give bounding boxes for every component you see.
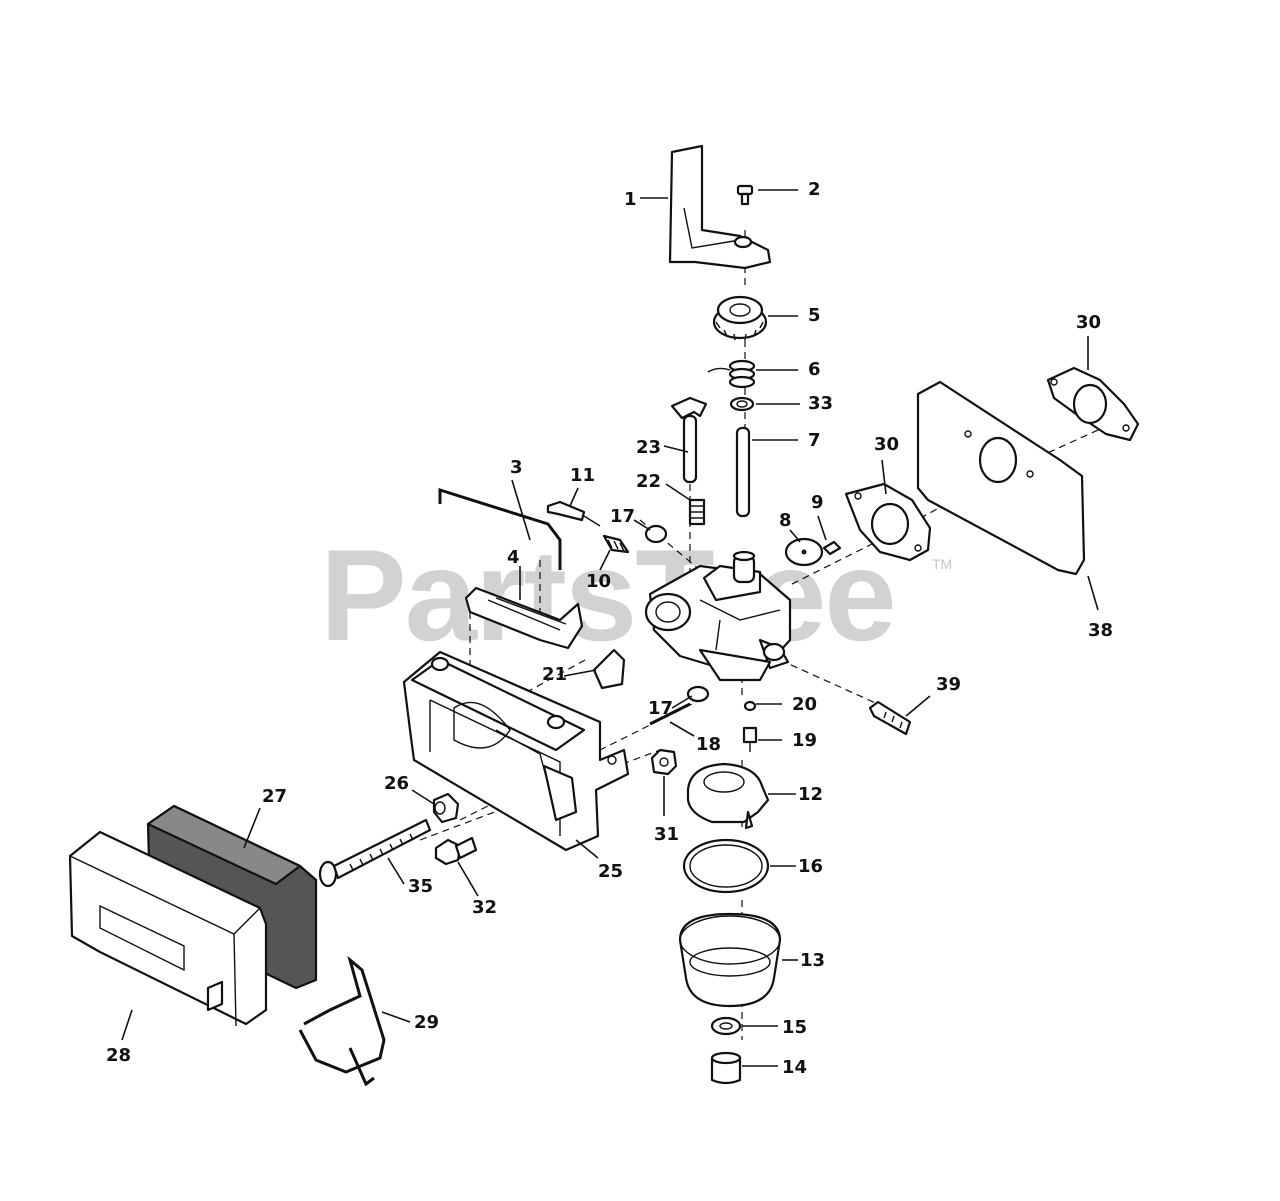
part-19-needle[interactable] [742, 726, 758, 752]
label-1: 1 [624, 189, 637, 210]
label-33: 33 [808, 393, 833, 414]
part-6-spring[interactable] [707, 359, 756, 389]
part-17-plug-upper[interactable] [644, 524, 668, 544]
part-25-air-cleaner-base[interactable] [402, 650, 630, 852]
part-28-cover[interactable] [68, 830, 268, 1027]
part-5-gear[interactable] [712, 295, 768, 341]
part-33-o-ring[interactable] [729, 396, 755, 412]
part-12-float[interactable] [686, 762, 770, 830]
label-38: 38 [1088, 620, 1113, 641]
label-22: 22 [636, 471, 661, 492]
part-21-gasket[interactable] [592, 648, 626, 690]
part-22-spring[interactable] [688, 498, 706, 526]
part-9-screw[interactable] [822, 540, 842, 556]
part-8-disc[interactable] [784, 537, 824, 567]
part-7-shaft[interactable] [735, 426, 751, 518]
part-11-screw[interactable] [546, 500, 601, 527]
label-31: 31 [654, 824, 679, 845]
label-35: 35 [408, 876, 433, 897]
label-7: 7 [808, 430, 821, 451]
label-13: 13 [800, 950, 825, 971]
label-17-upper: 17 [610, 506, 635, 527]
part-23-choke-shaft[interactable] [670, 396, 708, 484]
label-12: 12 [798, 784, 823, 805]
part-2-screw[interactable] [736, 184, 754, 206]
label-3: 3 [510, 457, 523, 478]
label-6: 6 [808, 359, 821, 380]
label-25: 25 [598, 861, 623, 882]
label-29: 29 [414, 1012, 439, 1033]
watermark-trademark: TM [932, 556, 953, 572]
leader-lines [121, 189, 1099, 1067]
label-27: 27 [262, 786, 287, 807]
label-26: 26 [384, 773, 409, 794]
label-17-lower: 17 [648, 698, 673, 719]
label-15: 15 [782, 1017, 807, 1038]
label-9: 9 [811, 492, 824, 513]
part-39-screw[interactable] [868, 700, 912, 736]
part-1-lever-bracket[interactable] [668, 144, 772, 270]
part-number-labels: 1 2 5 6 33 7 23 22 3 11 4 17 10 8 9 30 3… [106, 179, 1113, 1078]
label-4: 4 [507, 547, 520, 568]
label-18: 18 [696, 734, 721, 755]
label-30-right: 30 [1076, 312, 1101, 333]
carburetor-body[interactable] [644, 550, 792, 682]
part-31-nut[interactable] [650, 748, 678, 776]
label-14: 14 [782, 1057, 807, 1078]
part-20-seat[interactable] [743, 700, 757, 712]
part-29-wire-clip[interactable] [298, 955, 386, 1087]
part-3-link-rod[interactable] [438, 487, 562, 570]
part-14-bowl-nut[interactable] [710, 1051, 742, 1085]
part-15-washer[interactable] [710, 1016, 742, 1036]
label-19: 19 [792, 730, 817, 751]
label-21: 21 [542, 664, 567, 685]
part-13-float-bowl[interactable] [678, 912, 782, 1008]
label-8: 8 [779, 510, 792, 531]
part-16-ring[interactable] [682, 838, 770, 894]
label-28: 28 [106, 1045, 131, 1066]
label-10: 10 [586, 571, 611, 592]
part-30-gasket-center[interactable] [844, 482, 932, 562]
part-30-gasket-right[interactable] [1046, 366, 1140, 442]
part-10-spring[interactable] [602, 534, 630, 554]
part-38-plate[interactable] [916, 380, 1086, 576]
label-30-center: 30 [874, 434, 899, 455]
label-20: 20 [792, 694, 817, 715]
part-26-spacer[interactable] [432, 792, 460, 824]
label-5: 5 [808, 305, 821, 326]
label-2: 2 [808, 179, 821, 200]
label-39: 39 [936, 674, 961, 695]
part-4-choke-plate[interactable] [464, 586, 584, 650]
label-16: 16 [798, 856, 823, 877]
label-11: 11 [570, 465, 595, 486]
part-18-pin[interactable] [649, 702, 691, 726]
label-32: 32 [472, 897, 497, 918]
label-23: 23 [636, 437, 661, 458]
part-32-bolt[interactable] [434, 836, 478, 866]
part-35-long-bolt[interactable] [318, 818, 432, 888]
part-17-plug-lower[interactable] [686, 685, 710, 703]
